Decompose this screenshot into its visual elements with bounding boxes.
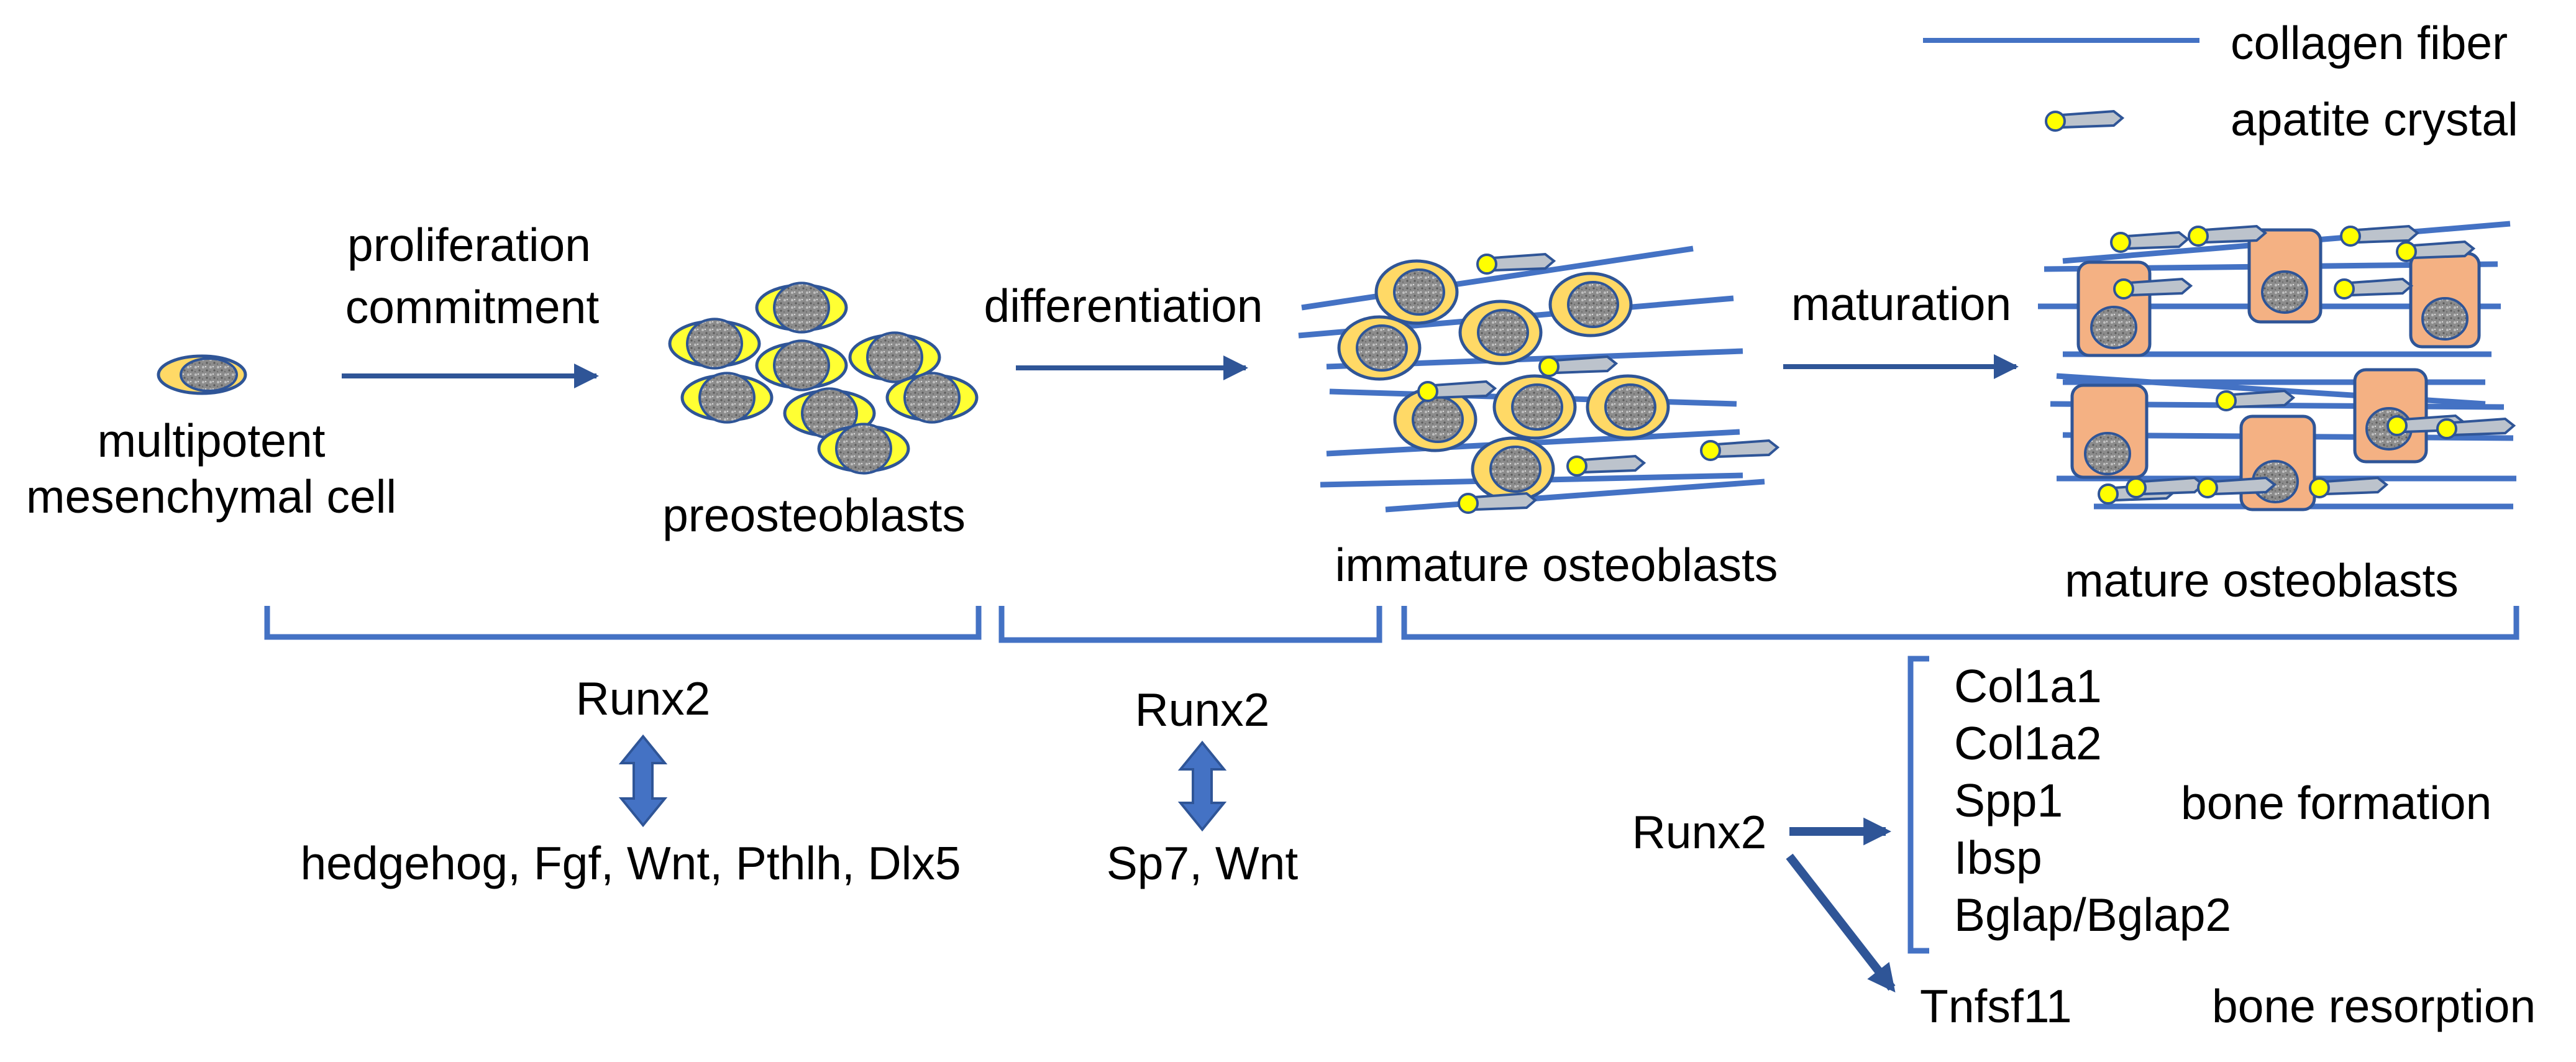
immature-osteoblast-cell	[1471, 436, 1555, 502]
mature-osteoblast-cell	[2353, 368, 2428, 464]
immature-osteoblast-cell	[1458, 300, 1543, 365]
msc-cell	[157, 354, 247, 395]
bracket-targets	[1907, 656, 1929, 954]
apatite-crystal-icon	[2436, 418, 2515, 439]
collagen-fiber	[1385, 478, 1765, 513]
legend-apatite-crystal-label: apatite crystal	[2231, 93, 2518, 145]
target-col1a2: Col1a2	[1954, 717, 2102, 769]
partners-group1: hedgehog, Fgf, Wnt, Pthlh, Dlx5	[300, 837, 961, 889]
mature-osteoblast-cell	[2247, 228, 2323, 324]
immature-osteoblast-cell	[1374, 259, 1459, 325]
preosteoblast-cell	[885, 372, 979, 424]
double-arrow-group1	[618, 734, 668, 828]
target-bglap: Bglap/Bglap2	[1954, 889, 2231, 941]
apatite-crystal-icon	[1700, 439, 1779, 461]
mature-osteoblast-cell	[2070, 383, 2149, 479]
runx2-to-tnfsf11-arrow	[1786, 853, 1896, 993]
mature-osteoblast-matrix	[2038, 221, 2516, 511]
preosteoblast-cell	[755, 282, 848, 334]
immature-osteoblast-cell	[1586, 374, 1670, 440]
immature-label: immature osteoblasts	[1335, 539, 1778, 591]
runx2-group1: Runx2	[576, 672, 711, 725]
mature-osteoblast-cell	[2239, 414, 2316, 511]
apatite-crystal-icon	[2113, 278, 2192, 300]
preosteoblast-cell	[848, 331, 941, 383]
collagen-fiber	[1301, 245, 1694, 311]
immature-osteoblast-cell	[1393, 387, 1478, 452]
target-tnfsf11: Tnfsf11	[1920, 980, 2072, 1032]
apatite-crystal-icon	[1458, 492, 1537, 514]
commitment-label: commitment	[345, 281, 600, 333]
preosteoblasts-label: preosteoblasts	[662, 489, 966, 541]
maturation-label: maturation	[1791, 278, 2011, 330]
msc-label-line1: multipotent	[98, 414, 326, 467]
immature-osteoblast-cell	[1548, 272, 1633, 337]
preosteoblast-cell	[755, 339, 848, 391]
msc-label-line2: mesenchymal cell	[26, 470, 396, 523]
preosteoblast-cell	[668, 318, 761, 370]
legend-apatite-crystal-icon	[2045, 110, 2124, 132]
runx2-group2: Runx2	[1135, 684, 1270, 736]
apatite-crystal-icon	[1566, 455, 1645, 477]
target-spp1: Spp1	[1954, 774, 2063, 826]
preosteoblast-cluster	[668, 282, 979, 475]
double-arrow-group2	[1177, 740, 1227, 832]
target-col1a1: Col1a1	[1954, 660, 2102, 712]
apatite-crystal-icon	[2309, 477, 2388, 498]
runx2-group3: Runx2	[1632, 806, 1767, 858]
immature-osteoblast-cell	[1337, 315, 1422, 381]
target-ibsp: Ibsp	[1954, 831, 2042, 884]
bone-resorption-label: bone resorption	[2212, 980, 2536, 1032]
preosteoblast-cell	[817, 423, 910, 475]
mature-label: mature osteoblasts	[2065, 554, 2459, 607]
mature-osteoblast-cell	[2076, 260, 2152, 357]
bracket-group2	[998, 606, 1382, 643]
legend-collagen-fiber-label: collagen fiber	[2231, 17, 2508, 69]
apatite-crystal-icon	[2334, 278, 2413, 300]
immature-osteoblast-matrix	[1298, 245, 1779, 514]
bracket-group1	[264, 606, 982, 640]
bracket-group3	[1401, 606, 2519, 640]
legend: collagen fiber apatite crystal	[1923, 17, 2518, 145]
partners-group2: Sp7, Wnt	[1107, 837, 1299, 889]
proliferation-label: proliferation	[347, 219, 591, 271]
bone-formation-label: bone formation	[2181, 777, 2492, 829]
apatite-crystal-icon	[2126, 477, 2204, 498]
mature-osteoblast-cell	[2409, 252, 2481, 349]
immature-osteoblast-cell	[1492, 374, 1577, 440]
differentiation-label: differentiation	[984, 280, 1263, 332]
preosteoblast-cell	[680, 372, 774, 424]
apatite-crystal-icon	[1538, 355, 1617, 377]
